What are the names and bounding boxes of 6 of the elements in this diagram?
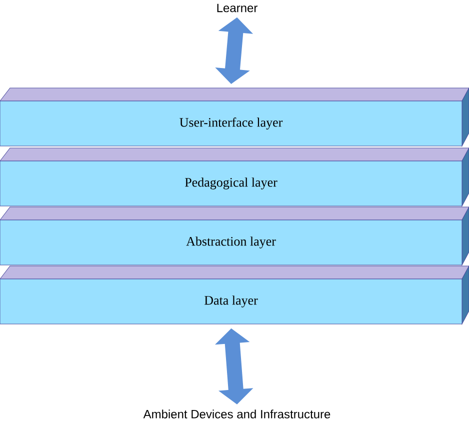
label-text: Learner [217, 4, 258, 12]
layer-slab: Abstraction layer [0, 206, 469, 266]
label-text: Ambient Devices and Infrastructure [143, 410, 330, 418]
layer-slab: User-interface layer [0, 88, 469, 146]
layer-slab: Data layer [0, 266, 469, 324]
layer-slab: Pedagogical layer [0, 148, 469, 206]
